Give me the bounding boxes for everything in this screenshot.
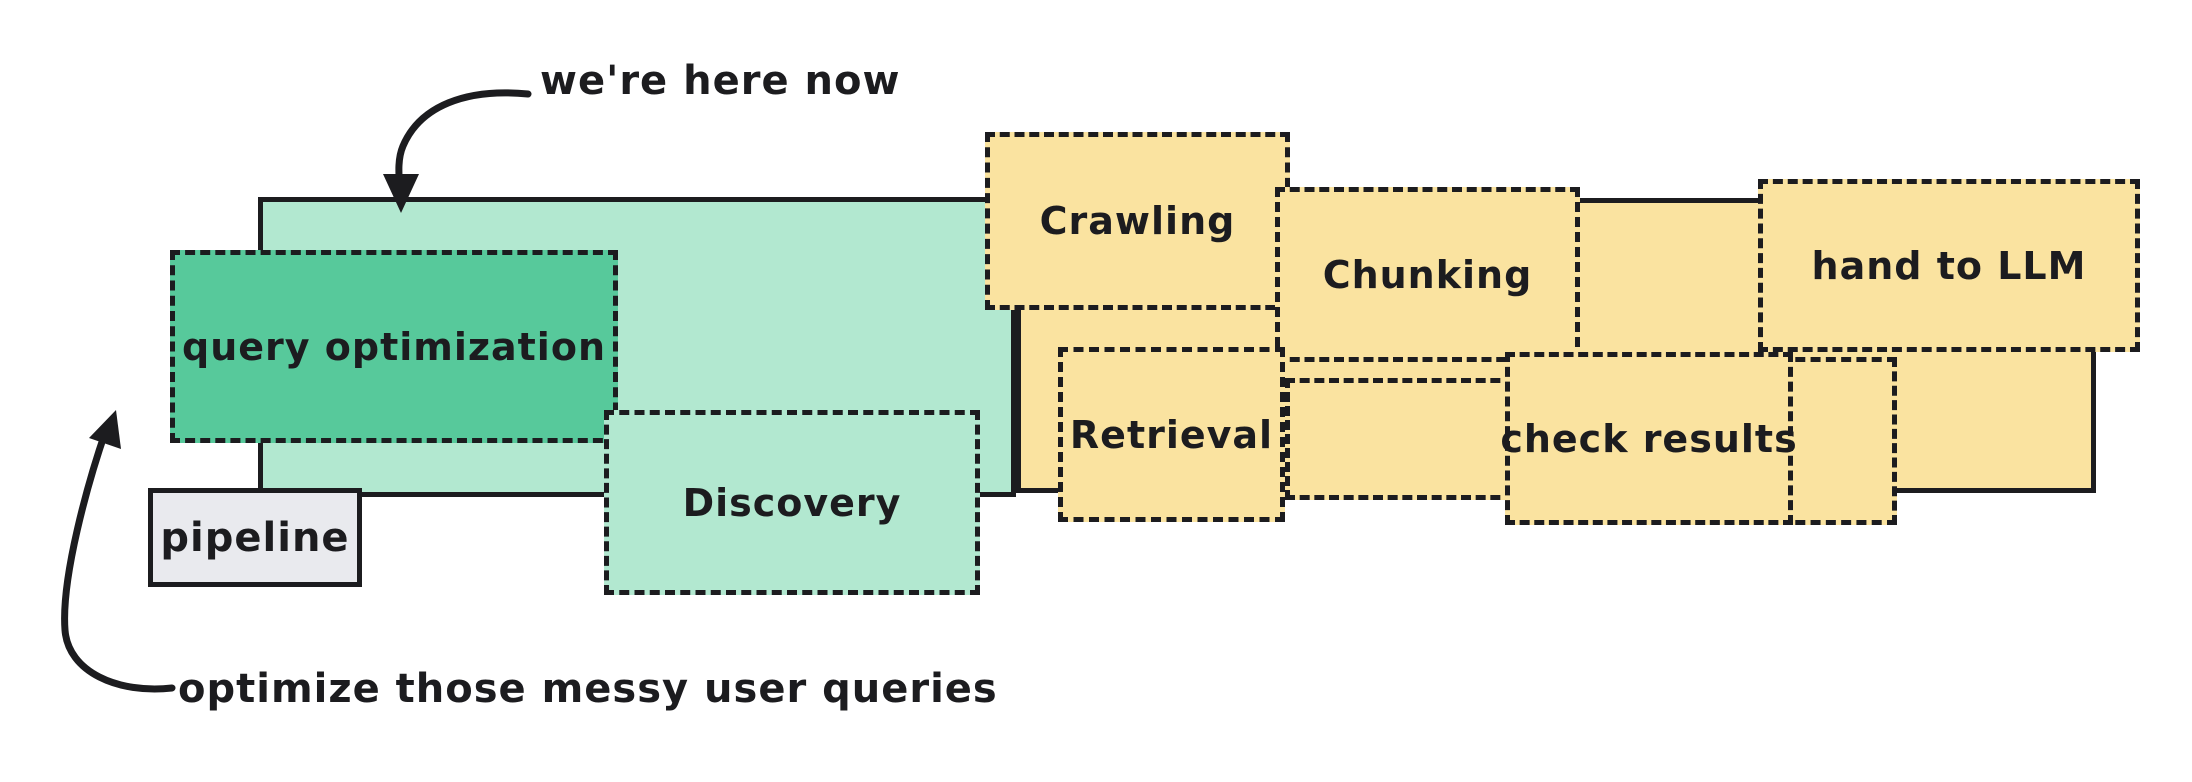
stage-chunking: Chunking [1275,187,1580,362]
pipeline-tag-box: pipeline [148,488,362,587]
stage-discovery-label: Discovery [682,480,902,525]
stage-retrieval: Retrieval [1058,347,1285,522]
optimize-arrowhead [89,410,121,449]
stage-chunking-label: Chunking [1322,252,1533,297]
stage-crawling-label: Crawling [1039,199,1236,243]
annotation-optimize: optimize those messy user queries [178,666,998,712]
stage-hand-to-llm-label: hand to LLM [1811,243,2087,288]
annotation-were-here: we're here now [540,58,901,104]
stage-check-results-label: check results [1500,416,1798,461]
were-here-arrow [395,89,532,198]
stage-query-optimization-label: query optimization [182,324,606,369]
stage-crawling: Crawling [985,132,1290,310]
stage-query-optimization: query optimization [170,250,618,443]
pipeline-tag-label: pipeline [160,514,350,561]
unlabeled-dashed-box-middle [1285,378,1515,500]
stage-hand-to-llm: hand to LLM [1758,179,2140,352]
stage-retrieval-label: Retrieval [1069,412,1274,457]
stage-discovery: Discovery [604,410,980,595]
stage-check-results: check results [1500,352,1798,525]
